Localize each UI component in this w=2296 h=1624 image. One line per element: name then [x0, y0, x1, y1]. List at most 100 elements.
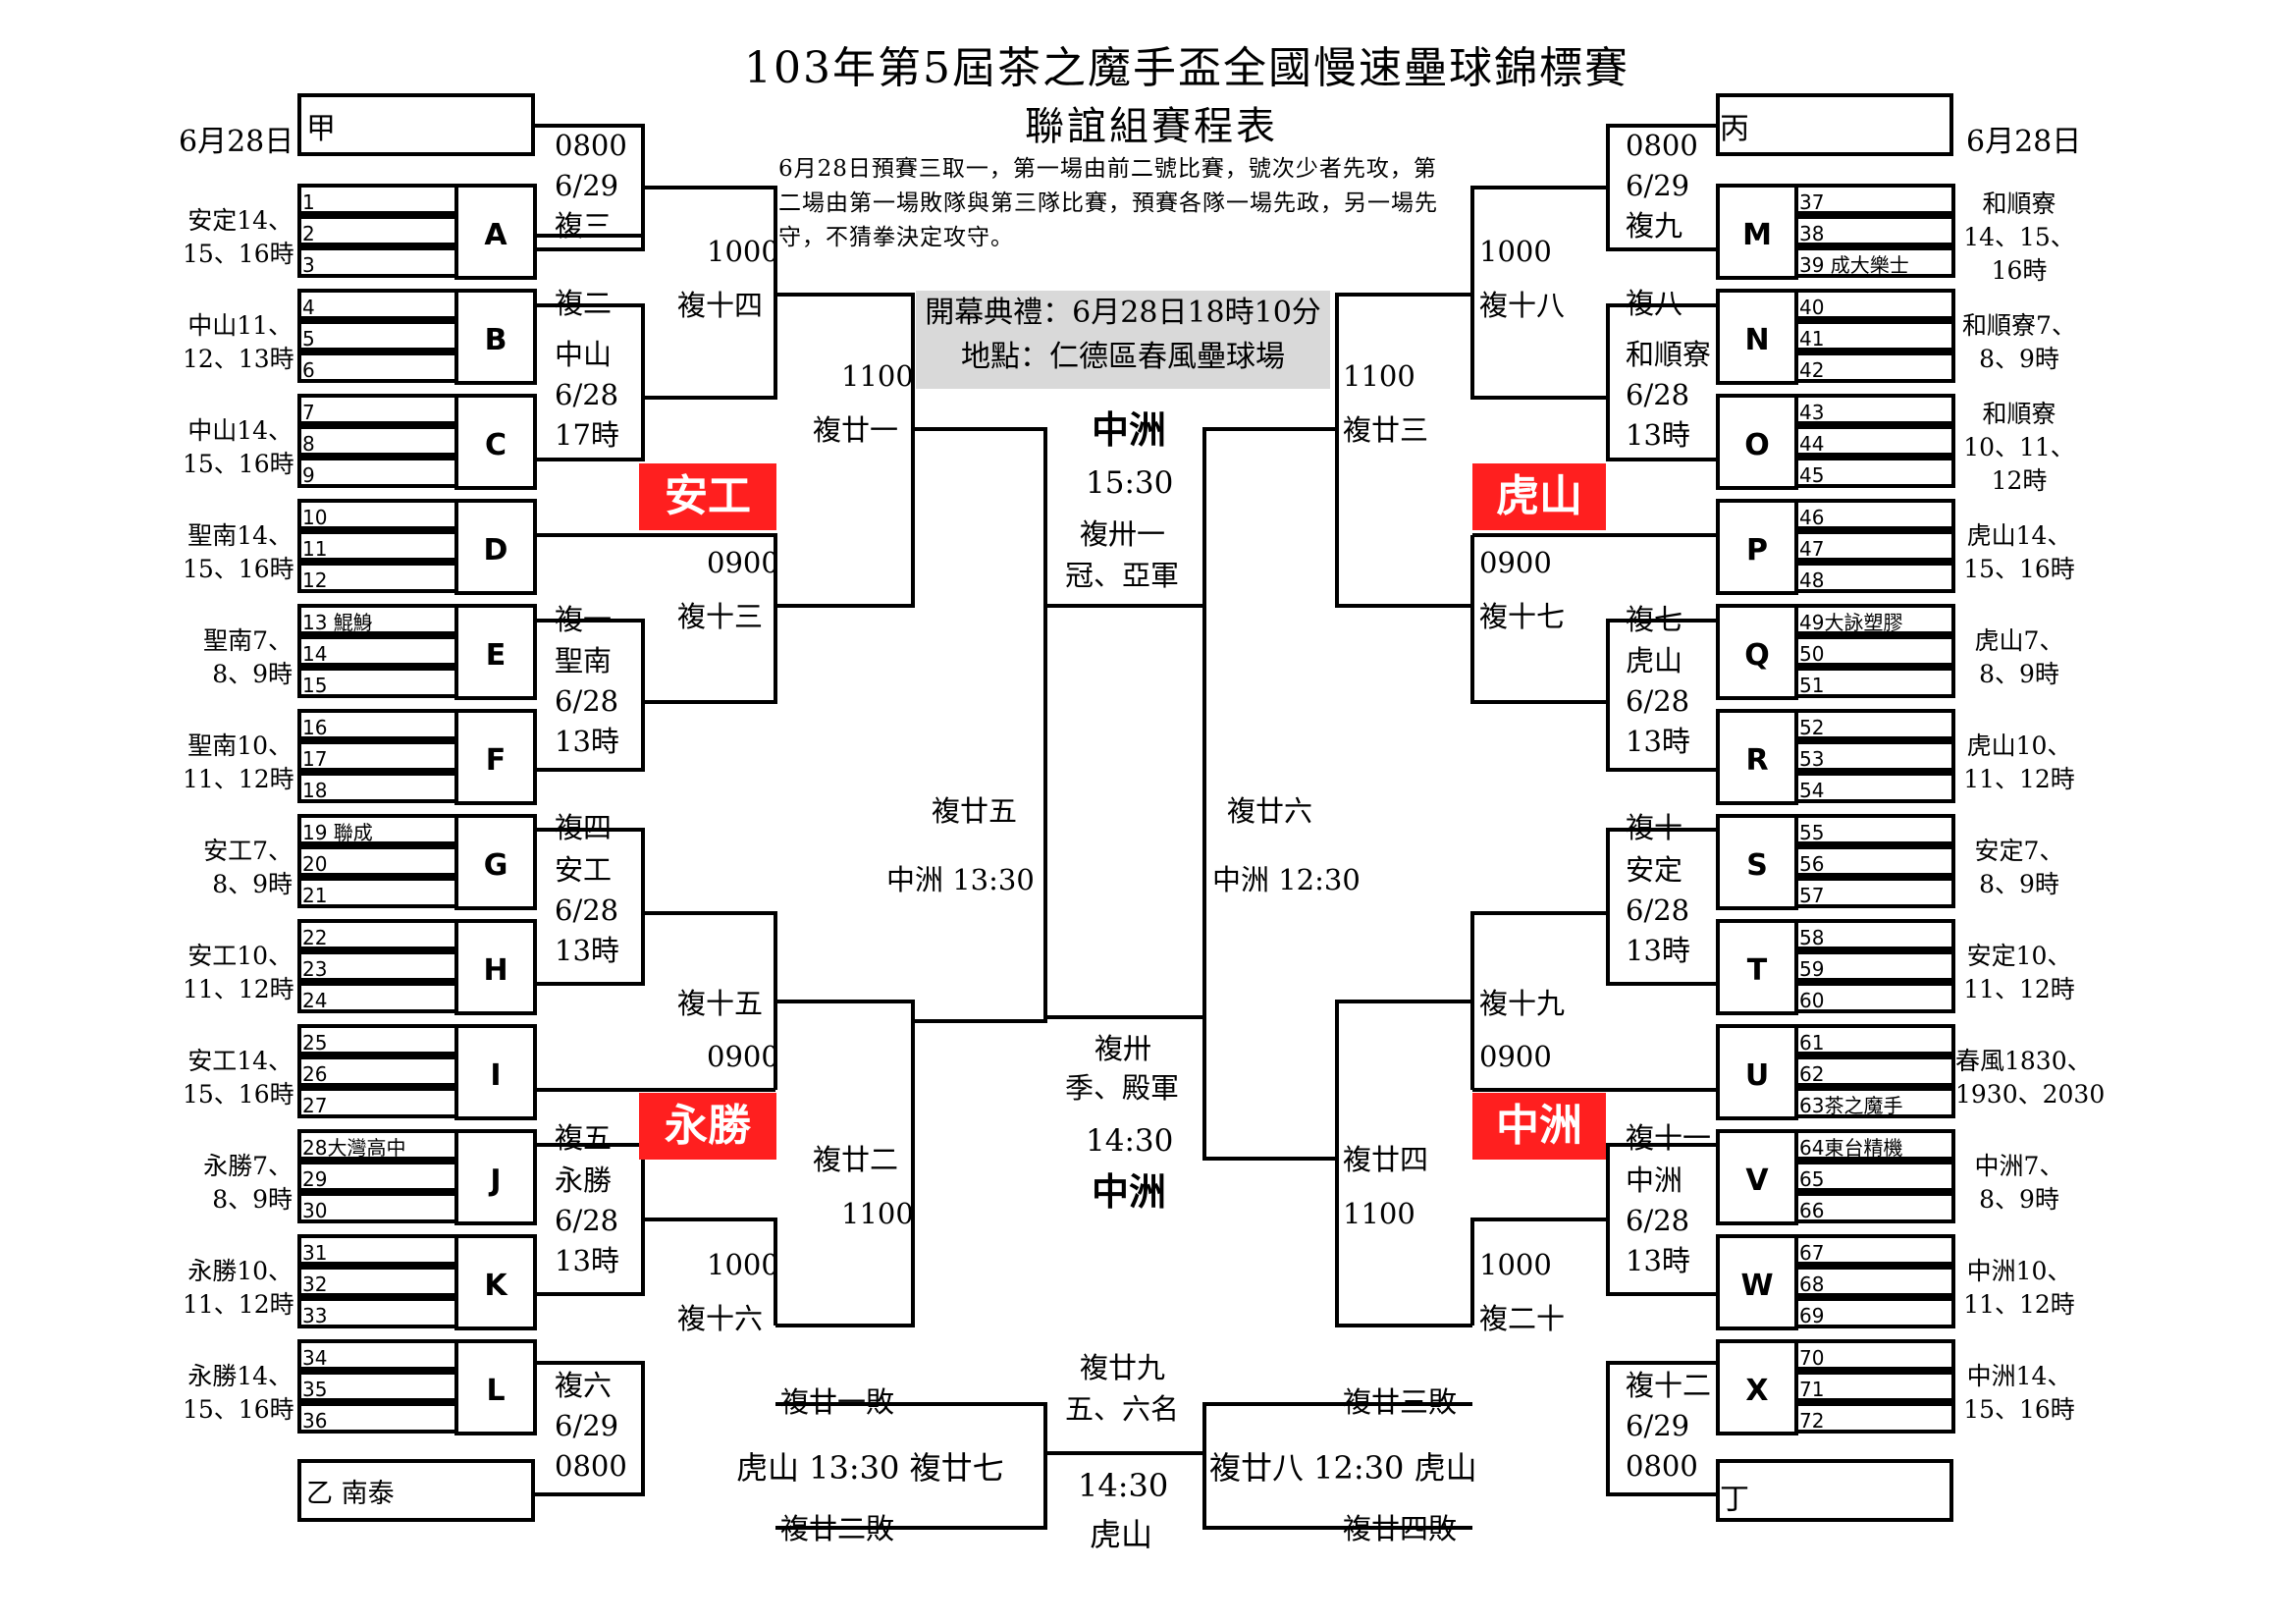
third-game: 複卅: [1095, 1032, 1152, 1065]
team-slot-16: 16: [302, 716, 328, 739]
team-slot-36: 36: [302, 1409, 328, 1433]
pool-h-letter: H: [483, 953, 508, 988]
team-slot-47: 47: [1799, 537, 1825, 561]
team-slot-34: 34: [302, 1346, 328, 1370]
r1-L-game-0: 0800: [555, 129, 627, 162]
r1-R-game-9: 複十二: [1626, 1369, 1712, 1402]
team-slot-53: 53: [1799, 747, 1825, 771]
right-r3-top-game: 複廿三: [1343, 413, 1429, 447]
right-r2-b-game: 複十七: [1479, 600, 1566, 633]
pool-box: [454, 394, 537, 490]
pool-box: [454, 604, 537, 700]
team-slot-69: 69: [1799, 1304, 1825, 1327]
bracket-connector: [643, 1218, 777, 1326]
team-slot-52: 52: [1799, 716, 1825, 739]
bracket-connector: [1335, 1000, 1472, 1327]
pool-x-time-line: 中洲14、: [1966, 1362, 2072, 1390]
third-desc: 季、殿軍: [1065, 1071, 1180, 1105]
left-r2-b-time: 0900: [707, 546, 779, 579]
r1-R-game-2: 和順寮: [1626, 338, 1712, 371]
pool-s-letter: S: [1746, 848, 1768, 883]
r1-L-game-4: 13時: [555, 725, 619, 758]
r1-R-game-4: 虎山: [1626, 644, 1683, 677]
r1-L-game-9: 複六: [555, 1369, 613, 1402]
team-slot-1: 1: [302, 190, 315, 214]
team-slot: [297, 184, 458, 215]
pool-m-time-line: 14、15、: [1963, 223, 2075, 251]
pool-n-letter: N: [1744, 323, 1770, 357]
team-slot-15: 15: [302, 674, 328, 697]
bracket-connector: [1202, 427, 1337, 1161]
pool-r-time-line: 11、12時: [1963, 765, 2075, 793]
consolation-left-detail: 虎山 13:30 複廿七: [736, 1449, 1004, 1487]
team-slot: [297, 215, 458, 246]
r1-L-game-9: 6/29: [555, 1409, 619, 1442]
pool-r-letter: R: [1745, 743, 1769, 778]
pool-f-time-line: 11、12時: [183, 765, 294, 793]
pool-box: [454, 289, 537, 385]
team-slot-31: 31: [302, 1241, 328, 1265]
ceremony-venue: 地點：仁德區春風壘球場: [961, 340, 1285, 374]
left-r2-d-time: 1000: [707, 1248, 779, 1281]
semi-right-game: 複廿六: [1227, 794, 1313, 828]
r1-R-game-2: 6/28: [1626, 378, 1690, 411]
pool-box: [454, 1129, 537, 1225]
pool-e-time-line: 8、9時: [212, 660, 293, 688]
pool-c-time-line: 中山14、: [187, 416, 293, 445]
r1-L-game-6: 安工: [555, 853, 613, 887]
group-jia-label: 甲: [306, 112, 336, 146]
pool-x-time-line: 15、16時: [1963, 1395, 2075, 1424]
team-slot-14: 14: [302, 642, 328, 666]
right-r2-a-game: 複十八: [1479, 289, 1566, 322]
right-r2-c-game: 複十九: [1479, 987, 1566, 1020]
pool-u-time-line: 春風1830、: [1955, 1047, 2092, 1075]
left-r2-c-game: 複十五: [677, 987, 764, 1020]
team-slot: [297, 425, 458, 457]
left-r3-bot-time: 1100: [841, 1197, 914, 1230]
group-yi-box: [297, 1459, 535, 1522]
pool-o-time-line: 10、11、: [1963, 433, 2075, 461]
pool-box: [1716, 1234, 1798, 1330]
pool-v-time-line: 中洲7、: [1974, 1152, 2064, 1180]
r1-L-game-5: 複四: [555, 811, 613, 844]
r1-R-game-4: 6/28: [1626, 684, 1690, 718]
team-slot-13: 13 鯤鯓: [302, 611, 373, 634]
pool-d-time-line: 聖南14、: [187, 521, 293, 550]
r1-R-game-0: 複九: [1626, 209, 1683, 243]
bracket-connector: [775, 1000, 915, 1327]
r1-R-game-0: 0800: [1626, 129, 1698, 162]
pool-l-time-line: 永勝14、: [187, 1362, 293, 1390]
pool-box: [454, 814, 537, 910]
third-time: 14:30: [1086, 1123, 1174, 1159]
right-r2-d-time: 1000: [1479, 1248, 1552, 1281]
r1-L-game-8: 6/28: [555, 1204, 619, 1237]
consolation-right-top: 複廿三敗: [1343, 1385, 1458, 1419]
team-slot-19: 19 聯成: [302, 821, 373, 844]
team-slot-18: 18: [302, 779, 328, 802]
right-r2-d-game: 複二十: [1479, 1302, 1566, 1335]
left-r2-c-time: 0900: [707, 1040, 779, 1073]
team-slot-27: 27: [302, 1094, 328, 1117]
team-slot-25: 25: [302, 1031, 328, 1055]
r1-L-game-0: 6/29: [555, 169, 619, 202]
pool-h-time-line: 安工10、: [187, 942, 293, 970]
left-r2-a-game: 複十四: [677, 289, 764, 322]
fifth-time: 14:30: [1078, 1467, 1169, 1504]
team-slot-4: 4: [302, 296, 315, 319]
bracket-connector: [643, 911, 777, 1090]
bracket-connector: [535, 828, 645, 986]
team-slot-6: 6: [302, 358, 315, 382]
team-slot-11: 11: [302, 537, 328, 561]
r1-L-game-2: 中山: [555, 338, 613, 371]
pool-j-time-line: 8、9時: [212, 1185, 293, 1214]
team-slot-62: 62: [1799, 1062, 1825, 1086]
final-game: 複卅一: [1080, 517, 1166, 551]
pool-box: [1716, 1129, 1798, 1225]
team-slot-2: 2: [302, 222, 315, 245]
pool-n-time-line: 8、9時: [1979, 345, 2059, 373]
r1-R-game-6: 安定: [1626, 853, 1683, 887]
bracket-connector: [913, 427, 1047, 1023]
r1-R-game-6: 6/28: [1626, 893, 1690, 927]
right-r3-bot-game: 複廿四: [1343, 1143, 1429, 1176]
pool-j-letter: J: [490, 1164, 502, 1198]
